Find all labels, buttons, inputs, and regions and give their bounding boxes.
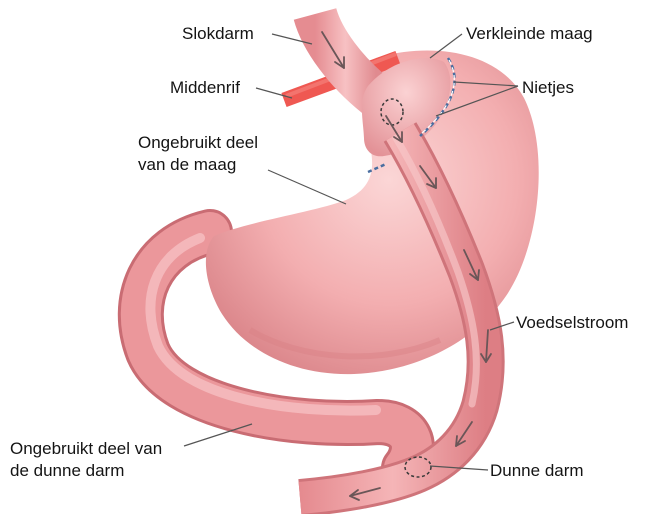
label-nietjes: Nietjes xyxy=(522,77,574,98)
label-ongebruikt-darm-line1: Ongebruikt deel van xyxy=(10,438,162,459)
label-ongebruikt-darm-line2: de dunne darm xyxy=(10,460,124,481)
label-dunne-darm: Dunne darm xyxy=(490,460,584,481)
label-voedselstroom: Voedselstroom xyxy=(516,312,628,333)
label-ongebruikt-maag-line2: van de maag xyxy=(138,154,236,175)
label-verkleinde-maag: Verkleinde maag xyxy=(466,23,593,44)
label-ongebruikt-maag-line1: Ongebruikt deel xyxy=(138,132,258,153)
label-middenrif: Middenrif xyxy=(170,77,240,98)
label-slokdarm: Slokdarm xyxy=(182,23,254,44)
